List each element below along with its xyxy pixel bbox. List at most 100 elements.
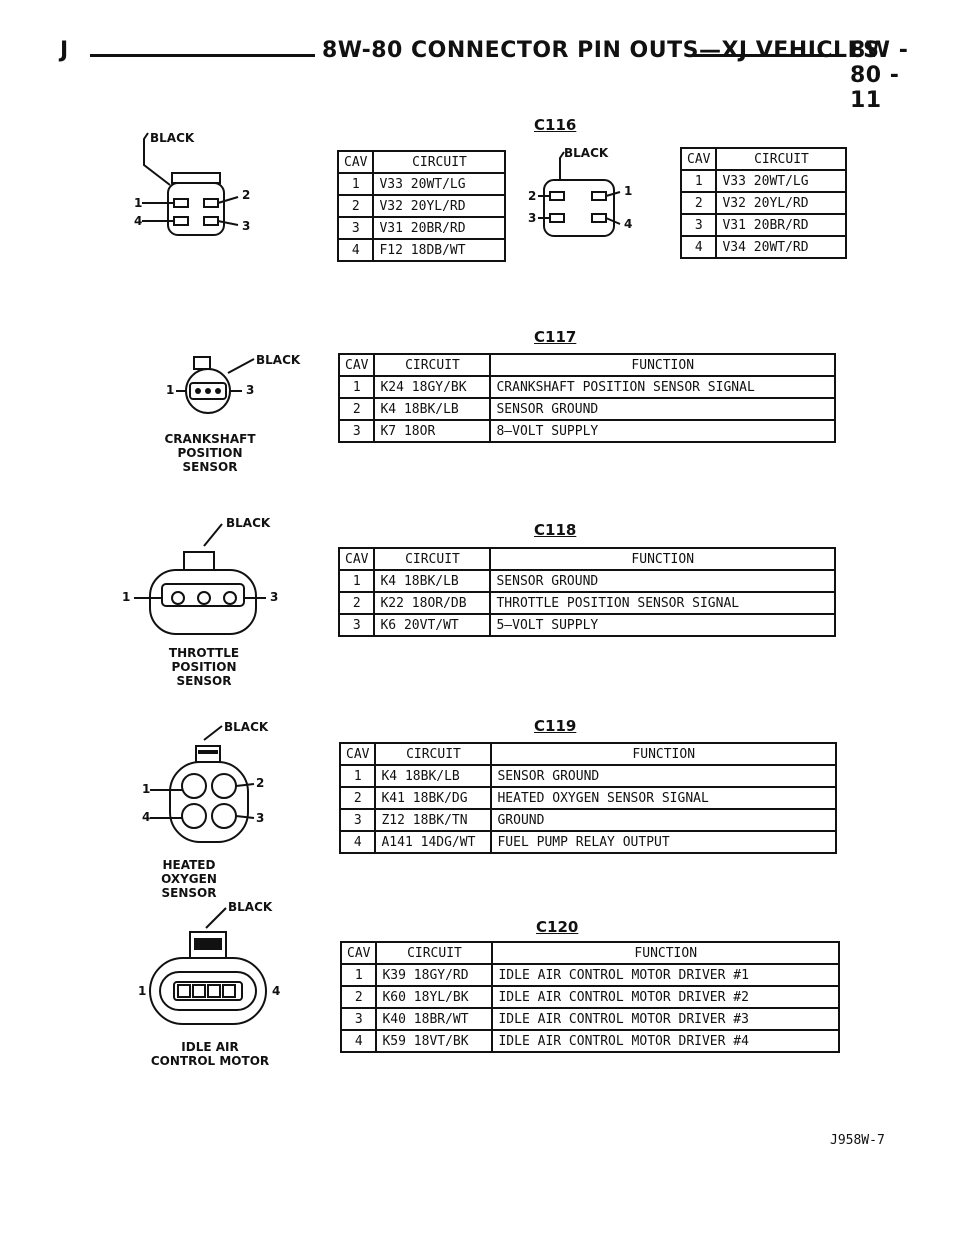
c116-right-pin-label: 1 [624,184,633,198]
circuit-cell: F12 18DB/WT [372,238,507,262]
column-header: CAV [336,150,375,174]
function-cell: SENSOR GROUND [489,569,836,593]
c116-left-pin-label: 3 [242,219,251,233]
circuit-cell: K4 18BK/LB [374,764,493,788]
function-cell: IDLE AIR CONTROL MOTOR DRIVER #3 [491,1007,840,1031]
c116-left-pin-label: 4 [134,214,143,228]
c117-color-label: BLACK [256,353,301,367]
column-header: CIRCUIT [373,547,492,571]
function-cell: FUEL PUMP RELAY OUTPUT [490,830,837,854]
circuit-cell: K41 18BK/DG [374,786,493,810]
cav-cell: 4 [679,235,718,259]
column-header: FUNCTION [489,547,836,571]
connector-icon [149,907,267,1025]
c119-title: C119 [534,717,577,735]
caption-line: CRANKSHAFT [164,432,256,446]
cav-cell: 2 [337,397,376,421]
column-header: FUNCTION [490,742,837,766]
c116-right-connector-diagram: BLACK 2 1 3 4 [520,140,660,250]
c116-right-pin-label: 3 [528,211,537,225]
function-cell: SENSOR GROUND [490,764,837,788]
caption-line: THROTTLE [168,646,240,660]
c118-title: C118 [534,521,577,539]
c119-pin-label: 2 [256,776,265,790]
circuit-cell: V32 20YL/RD [372,194,507,218]
caption-line: OXYGEN [161,872,217,886]
function-cell: GROUND [490,808,837,832]
figure-id: J958W-7 [830,1133,885,1148]
c119-pin-label: 1 [142,782,151,796]
caption-line: CONTROL MOTOR [150,1054,270,1068]
function-cell: IDLE AIR CONTROL MOTOR DRIVER #2 [491,985,840,1009]
circuit-cell: V34 20WT/RD [715,235,848,259]
c118-color-label: BLACK [226,516,271,530]
caption-line: SENSOR [182,460,238,474]
page-number: 8W - 80 - 11 [850,38,909,113]
c120-color-label: BLACK [228,900,273,914]
cav-cell: 1 [337,375,376,399]
column-header: CIRCUIT [375,941,494,965]
cav-cell: 2 [336,194,375,218]
c116-left-connector-diagram: BLACK 1 2 4 3 [130,125,290,255]
function-cell: IDLE AIR CONTROL MOTOR DRIVER #1 [491,963,840,987]
cav-cell: 3 [337,419,376,443]
c116-left-color-label: BLACK [150,131,195,145]
column-header: CAV [337,353,376,377]
column-header: CAV [679,147,718,171]
c120-title: C120 [536,918,579,936]
cav-cell: 2 [679,191,718,215]
c119-color-label: BLACK [224,720,269,734]
connector-icon [176,356,255,414]
circuit-cell: K4 18BK/LB [373,397,492,421]
c118-pin-label: 1 [122,590,131,604]
function-cell: CRANKSHAFT POSITION SENSOR SIGNAL [489,375,836,399]
caption-line: SENSOR [176,674,232,688]
cav-cell: 3 [679,213,718,237]
caption-line: SENSOR [161,886,217,900]
page-header: J 8W-80 CONNECTOR PIN OUTS—XJ VEHICLES 8… [60,38,910,113]
cav-cell: 1 [338,764,377,788]
function-cell: HEATED OXYGEN SENSOR SIGNAL [490,786,837,810]
cav-cell: 2 [337,591,376,615]
c116-right-color-label: BLACK [564,146,609,160]
c120-pin-label: 4 [272,984,281,998]
circuit-cell: Z12 18BK/TN [374,808,493,832]
c116-right-pin-label: 2 [528,189,537,203]
connector-icon [150,725,255,843]
function-cell: SENSOR GROUND [489,397,836,421]
cav-cell: 3 [337,613,376,637]
circuit-cell: K39 18GY/RD [375,963,494,987]
c119-connector-diagram: BLACK 1 2 4 3 [140,714,290,854]
column-header: CIRCUIT [374,742,493,766]
circuit-cell: K40 18BR/WT [375,1007,494,1031]
c116-right-pin-label: 4 [624,217,633,231]
caption-line: POSITION [171,660,237,674]
column-header: CIRCUIT [373,353,492,377]
c116-left-pin-label: 1 [134,196,143,210]
cav-cell: 1 [679,169,718,193]
circuit-cell: K7 18OR [373,419,492,443]
header-rule-left [90,54,315,57]
cav-cell: 2 [338,786,377,810]
c117-pin-label: 3 [246,383,255,397]
function-cell: IDLE AIR CONTROL MOTOR DRIVER #4 [491,1029,840,1053]
cav-cell: 3 [336,216,375,240]
header-rule-right [692,54,842,57]
caption-line: IDLE AIR [181,1040,239,1054]
